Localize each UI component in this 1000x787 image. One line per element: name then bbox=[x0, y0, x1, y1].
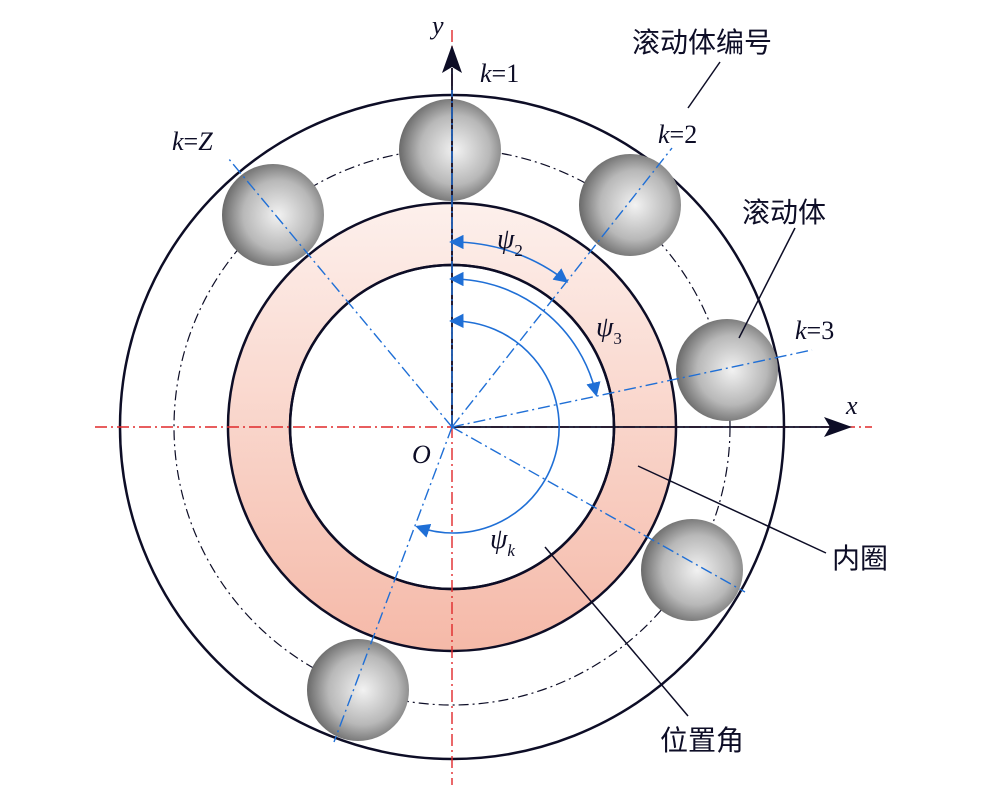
leader-position-angle bbox=[544, 546, 689, 717]
radial-k4 bbox=[451, 426, 746, 593]
callout-inner-ring: 内圈 bbox=[832, 542, 888, 575]
leader-rolling-element bbox=[738, 227, 796, 339]
ball-k2 bbox=[579, 154, 681, 256]
angle-arcs bbox=[415, 234, 601, 538]
leader-inner-ring bbox=[637, 465, 827, 554]
label-psik: ψk bbox=[490, 524, 515, 560]
ball-k1 bbox=[399, 99, 501, 201]
y-axis-label: y bbox=[429, 11, 444, 40]
label-psi2: ψ2 bbox=[497, 224, 523, 260]
label-k2: k=2 bbox=[658, 120, 697, 149]
label-k3: k=3 bbox=[795, 316, 834, 345]
rolling-elements bbox=[222, 99, 778, 741]
ball-kZ bbox=[222, 164, 324, 266]
callout-position-angle: 位置角 bbox=[660, 724, 744, 757]
callout-rolling-element: 滚动体 bbox=[742, 196, 826, 229]
radial-kZ bbox=[227, 157, 453, 428]
arc-psik bbox=[415, 313, 560, 538]
callout-ball-number: 滚动体编号 bbox=[632, 26, 772, 59]
label-psi3: ψ3 bbox=[596, 312, 622, 348]
label-kZ: k=Z bbox=[172, 127, 213, 156]
origin-label: O bbox=[412, 440, 431, 469]
leader-ball-number bbox=[687, 61, 721, 109]
ball-k4 bbox=[641, 519, 743, 621]
y-arrow-head bbox=[442, 45, 462, 73]
radial-k5 bbox=[333, 426, 453, 743]
x-axis-label: x bbox=[845, 391, 858, 420]
ball-k3 bbox=[676, 319, 778, 421]
x-arrow-head bbox=[824, 417, 852, 437]
arc-psi3 bbox=[449, 271, 601, 397]
label-k1: k=1 bbox=[480, 59, 519, 88]
radial-k3 bbox=[451, 349, 813, 428]
ball-k5 bbox=[307, 639, 409, 741]
callout-leaders bbox=[544, 61, 827, 717]
